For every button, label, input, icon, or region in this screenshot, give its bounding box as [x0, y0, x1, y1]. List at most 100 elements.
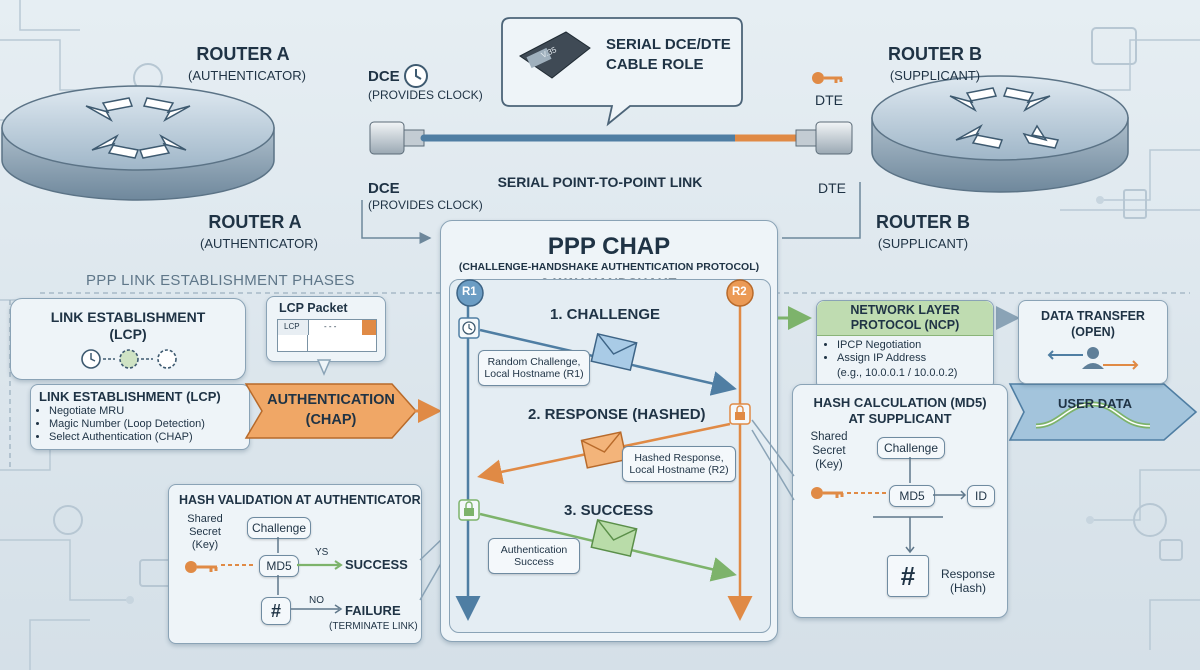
router-b-role: (SUPPLICANT) — [889, 68, 981, 83]
lcp-packet-field: LCP — [284, 322, 300, 331]
success-envelope-icon — [590, 518, 638, 558]
validation-terminate: (TERMINATE LINK) — [329, 621, 418, 632]
validation-title: HASH VALIDATION AT AUTHENTICATOR — [179, 493, 421, 507]
calc-title-line2: AT SUPPLICANT — [848, 411, 952, 426]
validation-failure: FAILURE — [345, 603, 401, 618]
r1-label: R1 — [462, 286, 477, 298]
calc-title-line1: HASH CALCULATION (MD5) — [813, 395, 987, 410]
hash-validation-panel: HASH VALIDATION AT AUTHENTICATOR Shared … — [168, 484, 422, 644]
validation-hash-box: # — [261, 597, 291, 625]
lcp-packet-dashes: - - - — [324, 322, 337, 331]
validation-challenge-box: Challenge — [247, 517, 311, 539]
key-icon — [185, 561, 218, 573]
step2-note: Hashed Response,Local Hostname (R2) — [622, 446, 736, 482]
data-line1: DATA TRANSFER — [1041, 309, 1145, 323]
dce-note-bottom: (PROVIDES CLOCK) — [368, 198, 483, 212]
calc-key-line3: (Key) — [815, 459, 843, 471]
key-icon — [812, 72, 843, 84]
step1-label: 1. CHALLENGE — [550, 306, 661, 323]
validation-key-line1: Shared — [187, 513, 223, 525]
lcp-bullet-list: Negotiate MRU Magic Number (Loop Detecti… — [37, 405, 205, 444]
lcp-bullet: Magic Number (Loop Detection) — [49, 418, 205, 431]
auth-line1: AUTHENTICATION — [267, 392, 395, 408]
calc-id-box: ID — [967, 485, 995, 507]
dce-label-top: DCE — [368, 68, 400, 85]
router-b-role-lower: (SUPPLICANT) — [877, 236, 969, 251]
calc-hash-box: # — [887, 555, 929, 597]
ncp-line2: PROTOCOL (NCP) — [850, 318, 960, 332]
ncp-bullet: Assign IP Address — [837, 352, 926, 365]
serial-cable — [369, 121, 853, 155]
callout-line1: SERIAL DCE/DTE — [606, 36, 731, 53]
calc-challenge-box: Challenge — [877, 437, 945, 459]
serial-link-label: SERIAL POINT-TO-POINT LINK — [497, 174, 703, 190]
step2-label: 2. RESPONSE (HASHED) — [528, 406, 706, 423]
lcp-phase-box: LINK ESTABLISHMENT (LCP) — [10, 298, 246, 380]
lcp-title-line1: LINK ESTABLISHMENT — [50, 309, 206, 325]
ncp-bullet: IPCP Negotiation — [837, 339, 926, 352]
response-envelope-icon — [580, 431, 628, 469]
calc-key-line1: Shared — [810, 431, 848, 443]
r1-node — [456, 279, 484, 307]
r2-label: R2 — [732, 286, 747, 298]
dce-note-top: (PROVIDES CLOCK) — [368, 88, 483, 102]
lcp-packet-box: LCP Packet LCP - - - — [266, 296, 386, 362]
data-transfer-box: DATA TRANSFER (OPEN) — [1018, 300, 1168, 384]
router-b-title-lower: ROUTER B — [876, 212, 970, 232]
calc-response-line2: (Hash) — [949, 581, 986, 595]
dce-label-bottom: DCE — [368, 180, 400, 197]
chap-title: PPP CHAP — [547, 233, 671, 260]
validation-key-line2: Secret — [189, 526, 221, 538]
validation-key-line3: (Key) — [191, 539, 219, 551]
chap-subtitle: (CHALLENGE-HANDSHAKE AUTHENTICATION PROT… — [458, 261, 760, 273]
user-data-label: USER DATA — [1058, 396, 1132, 411]
step1-note: Random Challenge,Local Hostname (R1) — [478, 350, 590, 386]
challenge-envelope-icon — [590, 332, 638, 372]
phases-heading: PPP LINK ESTABLISHMENT PHASES — [86, 272, 355, 289]
step3-label: 3. SUCCESS — [564, 502, 654, 519]
lcp-title-line2: (LCP) — [109, 326, 147, 342]
validation-no: NO — [309, 595, 324, 606]
calc-key-line2: Secret — [812, 445, 846, 457]
lcp-bullet: Negotiate MRU — [49, 405, 205, 418]
calc-flow-lines — [811, 457, 967, 554]
cable-role-callout — [501, 17, 743, 127]
calc-md5-box: MD5 — [889, 485, 935, 507]
lcp-detail-title: LINK ESTABLISHMENT (LCP) — [39, 389, 221, 404]
calc-response-line1: Response — [940, 567, 996, 581]
lcp-bullet: Select Authentication (CHAP) — [49, 431, 205, 444]
validation-md5-box: MD5 — [259, 555, 299, 577]
router-a-title-lower: ROUTER A — [208, 212, 302, 232]
dte-label-bottom: DTE — [818, 180, 846, 196]
hash-calc-panel: HASH CALCULATION (MD5) AT SUPPLICANT Sha… — [792, 384, 1008, 618]
router-b-icon — [871, 75, 1129, 193]
router-a-role: (AUTHENTICATOR) — [188, 68, 306, 83]
router-b-title: ROUTER B — [888, 44, 982, 64]
ncp-bullet-list: IPCP Negotiation Assign IP Address — [825, 339, 926, 365]
validation-yes: YS — [315, 547, 329, 558]
lcp-gear-icons — [81, 349, 177, 369]
ncp-example: (e.g., 10.0.0.1 / 10.0.0.2) — [837, 367, 958, 379]
auth-line2: (CHAP) — [305, 412, 357, 428]
router-a-title: ROUTER A — [196, 44, 290, 64]
lcp-packet-label: LCP Packet — [279, 301, 348, 315]
validation-flow-lines — [185, 537, 343, 614]
clock-icon — [404, 64, 428, 88]
validation-success: SUCCESS — [345, 557, 408, 572]
router-a-icon — [1, 85, 275, 201]
lcp-detail-box: LINK ESTABLISHMENT (LCP) Negotiate MRU M… — [30, 384, 250, 450]
data-line2: (OPEN) — [1071, 325, 1115, 339]
callout-line2: CABLE ROLE — [606, 56, 704, 73]
router-a-role-lower: (AUTHENTICATOR) — [200, 236, 318, 251]
r2-node — [726, 279, 754, 307]
dte-label-top: DTE — [815, 92, 843, 108]
data-transfer-icon — [1047, 347, 1139, 370]
